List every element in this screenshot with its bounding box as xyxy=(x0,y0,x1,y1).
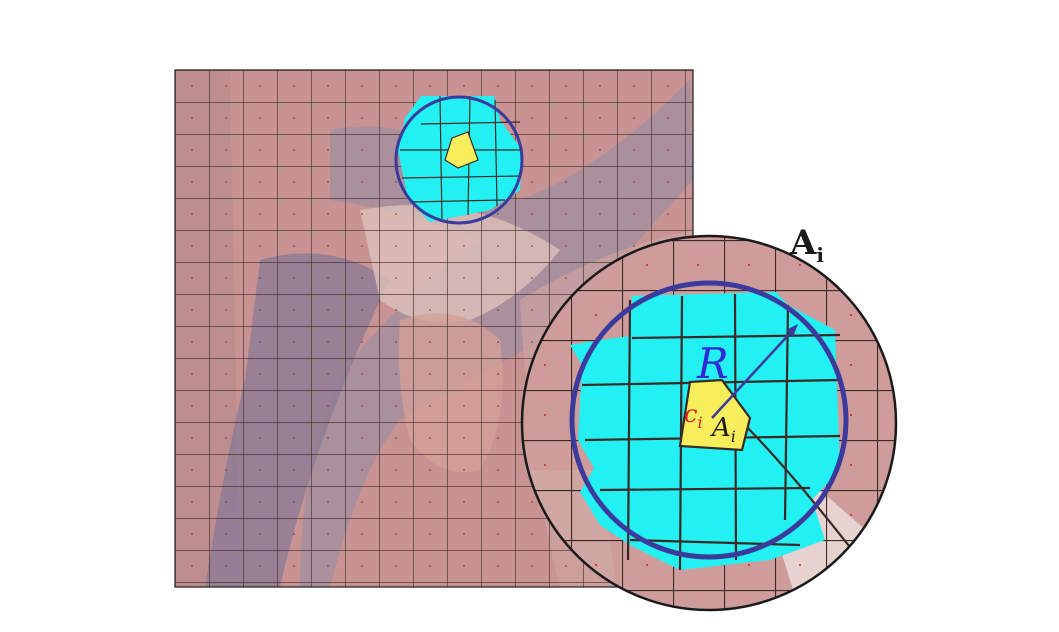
center-letter: c xyxy=(684,400,697,428)
region-set-letter: A xyxy=(789,223,817,263)
superpixel-label: Ai xyxy=(710,413,736,446)
radius-circle xyxy=(569,280,849,560)
superpixel-subscript: i xyxy=(731,427,736,446)
radius-arrow-head xyxy=(786,324,798,337)
zoom-inset xyxy=(520,234,898,612)
region-set-subscript: i xyxy=(816,243,824,267)
radius-label: R xyxy=(696,339,729,388)
zoom-frame xyxy=(520,234,898,612)
center-label: ci xyxy=(684,400,703,432)
radius-arrow xyxy=(711,329,794,419)
region-set-label: Ai xyxy=(789,223,824,267)
superpixel-letter: A xyxy=(710,413,731,443)
center-subscript: i xyxy=(697,413,702,432)
